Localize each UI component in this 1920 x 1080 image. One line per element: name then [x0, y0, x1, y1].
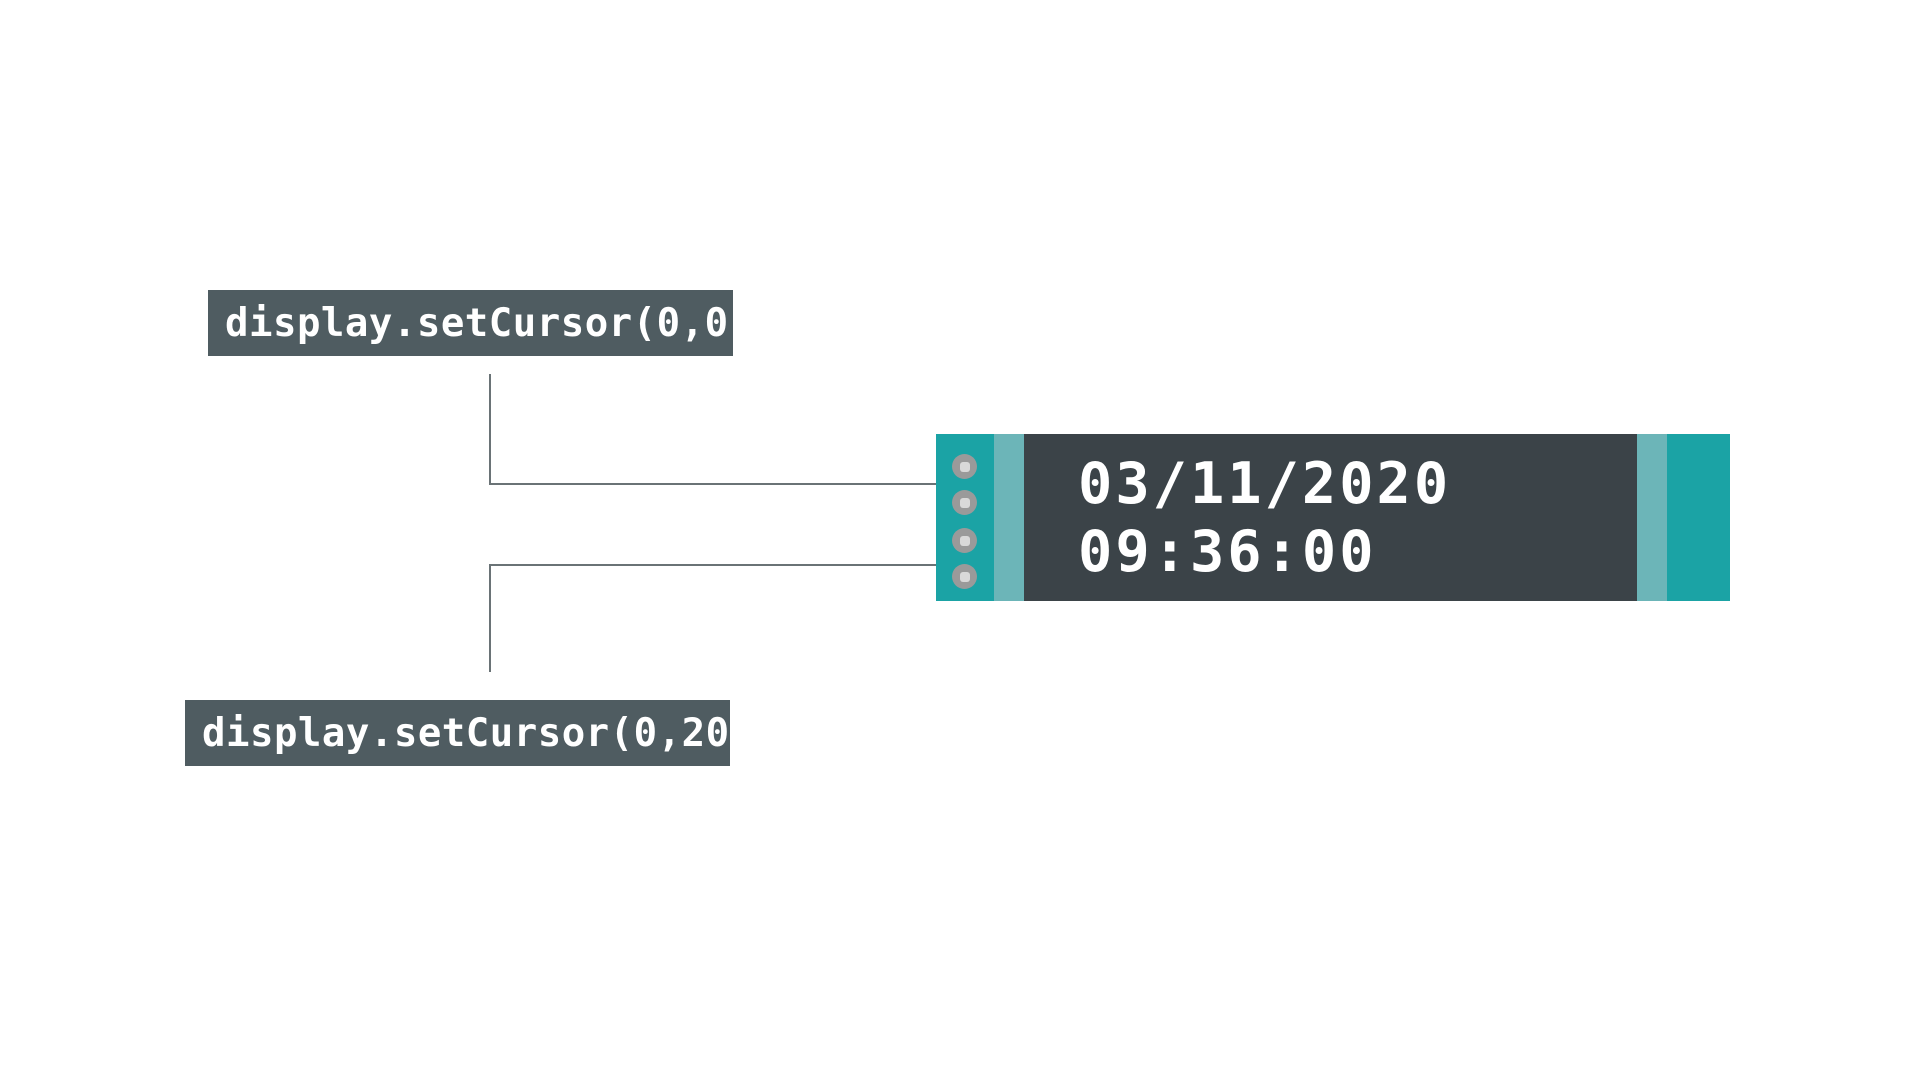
code-label-setcursor-origin: display.setCursor(0,0)	[208, 290, 752, 356]
lcd-text-line-1: 03/11/2020	[1078, 450, 1452, 517]
lcd-display-module: 03/11/2020 09:36:00	[936, 434, 1730, 601]
code-label-setcursor-second-line: display.setCursor(0,20)	[185, 700, 753, 766]
screw-hole-icon-2	[952, 490, 977, 515]
lcd-bezel-left-outer	[936, 434, 994, 601]
lcd-bezel-left-inner	[994, 434, 1024, 601]
screw-hole-icon-3	[952, 528, 977, 553]
lcd-screen-area: 03/11/2020 09:36:00	[1024, 434, 1637, 601]
lcd-text-line-2: 09:36:00	[1078, 518, 1377, 585]
screw-hole-icon-1	[952, 454, 977, 479]
lcd-bezel-right-inner	[1637, 434, 1667, 601]
lcd-bezel-right-outer	[1667, 434, 1730, 601]
screw-hole-icon-4	[952, 564, 977, 589]
